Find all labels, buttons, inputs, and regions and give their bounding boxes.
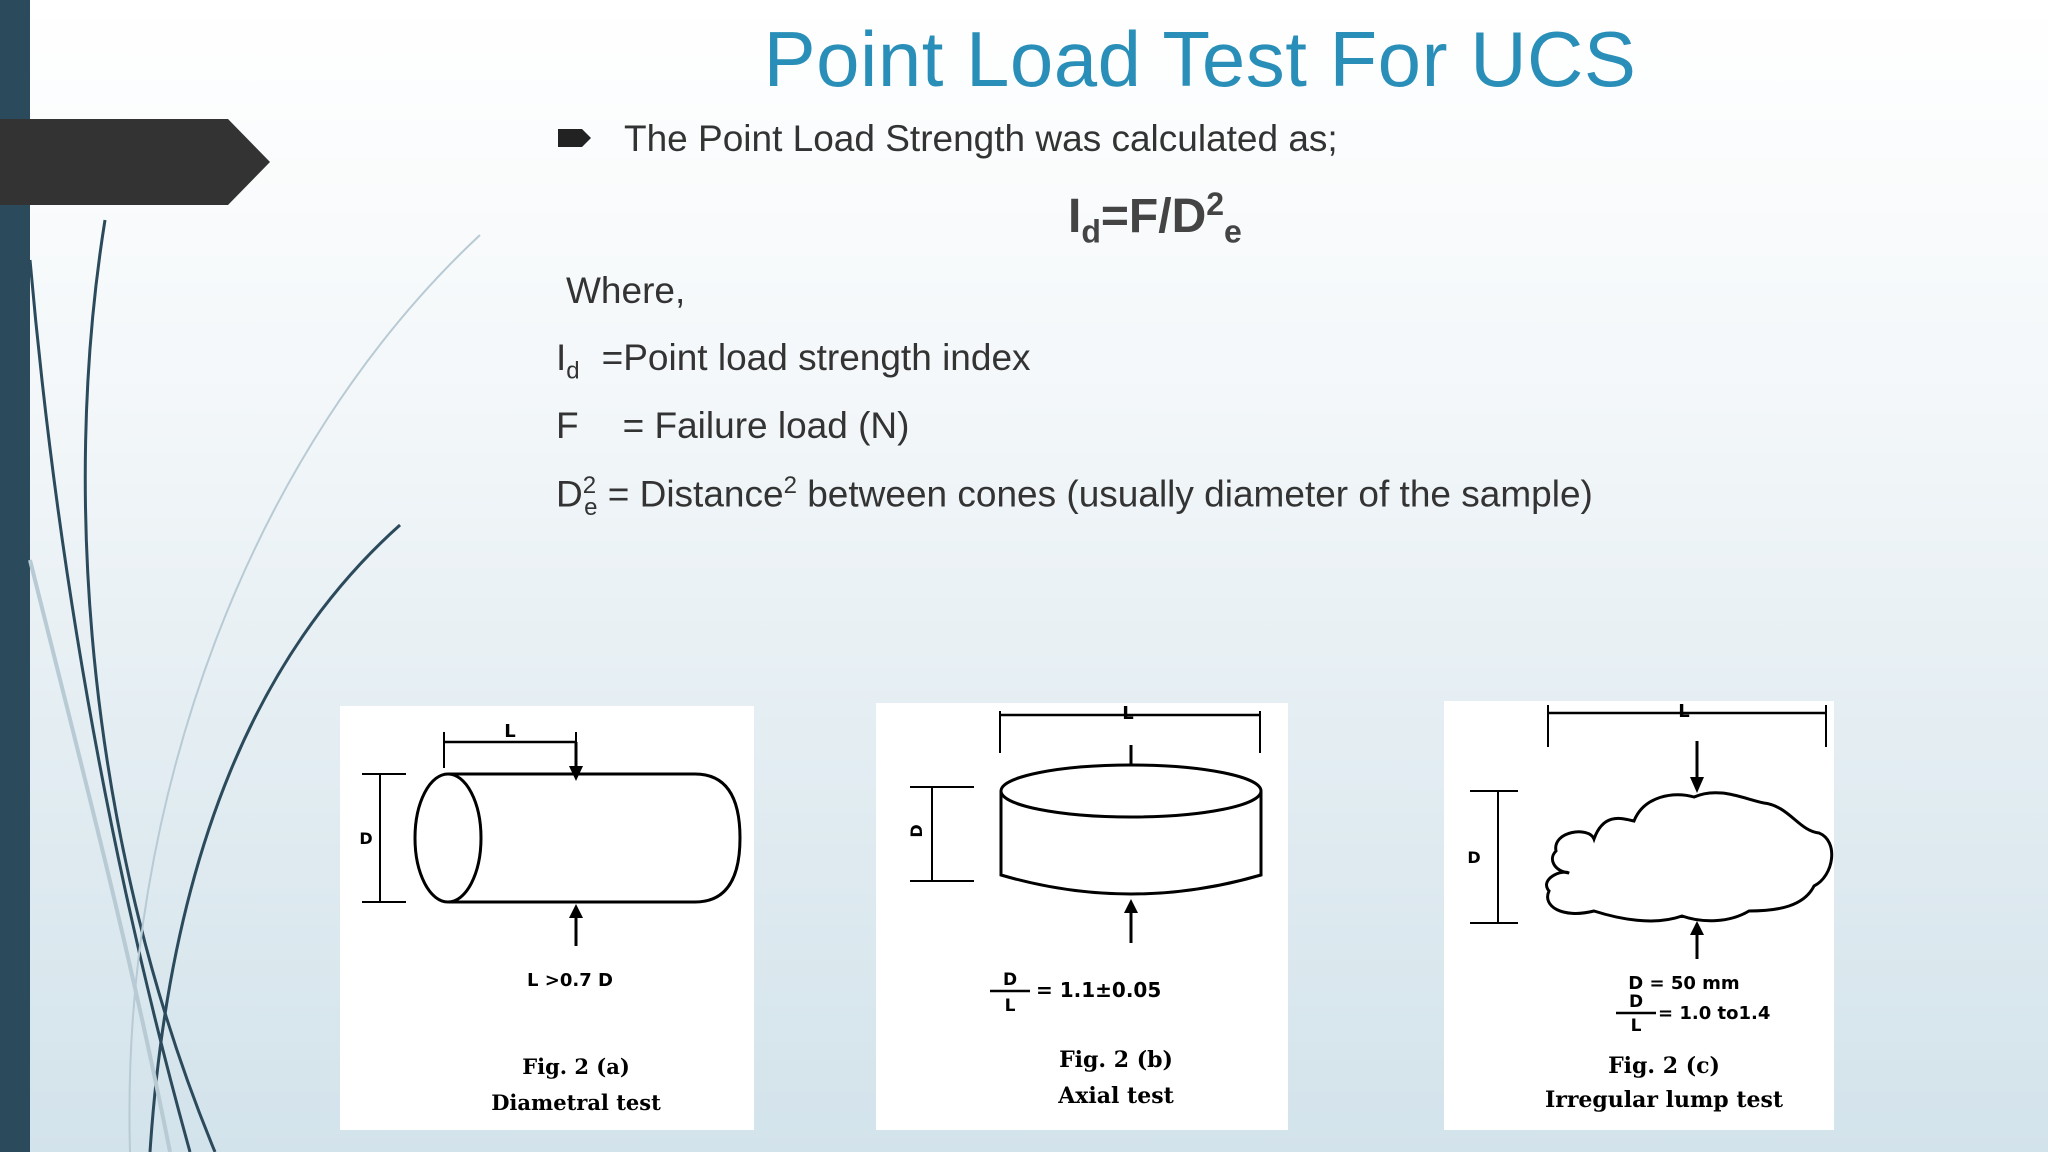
fig-b-ratio-den: L — [1005, 996, 1016, 1016]
bullet-text: The Point Load Strength was calculated a… — [624, 118, 1338, 159]
fig-b-ratio-num: D — [1003, 970, 1017, 990]
arrow-tab-shape — [0, 119, 270, 205]
fig-a-diameter-label: D — [359, 829, 372, 848]
fig-a-caption: Fig. 2 (a) — [522, 1054, 630, 1079]
formula-lhs-sub: d — [1081, 213, 1101, 250]
fig-b-diameter-label: D — [907, 824, 926, 837]
formula-sup: 2 — [1206, 186, 1225, 222]
def-id-sub: d — [566, 357, 580, 385]
fig-c-diameter-label: D — [1467, 848, 1480, 867]
fig-c-ratio-den: L — [1631, 1016, 1642, 1036]
irregular-lump-diagram: L D D = 50 mm D L = 1.0 to1.4 Fig. 2 (c)… — [1467, 701, 1834, 1113]
def-de-sub: e — [584, 493, 598, 521]
fig-c-ratio-num: D — [1629, 992, 1643, 1012]
where-label: Where, — [566, 270, 686, 311]
figure-diametral-test: L D L >0.7 D Fig. 2 (a) Diametral test — [340, 706, 754, 1130]
figure-axial-test: L D D L = 1.1±0.05 Fig. 2 (b) Axial test — [876, 703, 1288, 1130]
def-f-text: = Failure load (N) — [622, 405, 910, 446]
diametral-diagram: L D L >0.7 D Fig. 2 (a) Diametral test — [359, 721, 742, 1115]
def-f-symbol: F — [556, 405, 579, 446]
decorative-swooshes — [28, 219, 481, 1152]
fig-b-ratio-value: = 1.1±0.05 — [1036, 978, 1161, 1002]
fig-a-condition: L >0.7 D — [527, 970, 613, 991]
def-de-text-b: between cones (usually diameter of the s… — [796, 473, 1593, 515]
formula-sub: e — [1224, 213, 1242, 250]
fig-c-length-label: L — [1678, 701, 1689, 722]
def-id-text: =Point load strength index — [601, 337, 1031, 378]
fig-c-name: Irregular lump test — [1545, 1087, 1784, 1113]
formula: Id=F/D2e — [1068, 186, 1242, 251]
def-de-symbol: D — [556, 473, 583, 515]
formula-mid: =F/D — [1100, 190, 1207, 243]
axial-diagram: L D D L = 1.1±0.05 Fig. 2 (b) Axial test — [907, 703, 1263, 1109]
formula-lhs: I — [1068, 190, 1082, 243]
fig-c-condition: D = 50 mm — [1628, 973, 1739, 994]
def-de-sup: 2 — [582, 472, 597, 499]
figure-irregular-lump-test: L D D = 50 mm D L = 1.0 to1.4 Fig. 2 (c)… — [1444, 701, 1834, 1130]
fig-b-name: Axial test — [1057, 1083, 1174, 1109]
definition-de: D2e = Distance2 between cones (usually d… — [556, 472, 1593, 522]
arrow-bullet-icon — [558, 129, 591, 147]
fig-b-length-label: L — [1122, 703, 1133, 724]
fig-c-ratio-value: = 1.0 to1.4 — [1658, 1003, 1770, 1024]
def-de-text-sup: 2 — [783, 472, 797, 499]
fig-a-length-label: L — [504, 721, 515, 742]
fig-c-caption: Fig. 2 (c) — [1608, 1053, 1720, 1079]
def-de-text-a: = Distance — [597, 473, 784, 515]
def-id-symbol: I — [556, 337, 567, 378]
fig-b-caption: Fig. 2 (b) — [1059, 1047, 1173, 1073]
slide-title: Point Load Test For UCS — [763, 15, 1637, 103]
definition-id: Id =Point load strength index — [556, 337, 1031, 385]
definition-f: F = Failure load (N) — [556, 405, 909, 447]
fig-a-name: Diametral test — [491, 1090, 661, 1115]
